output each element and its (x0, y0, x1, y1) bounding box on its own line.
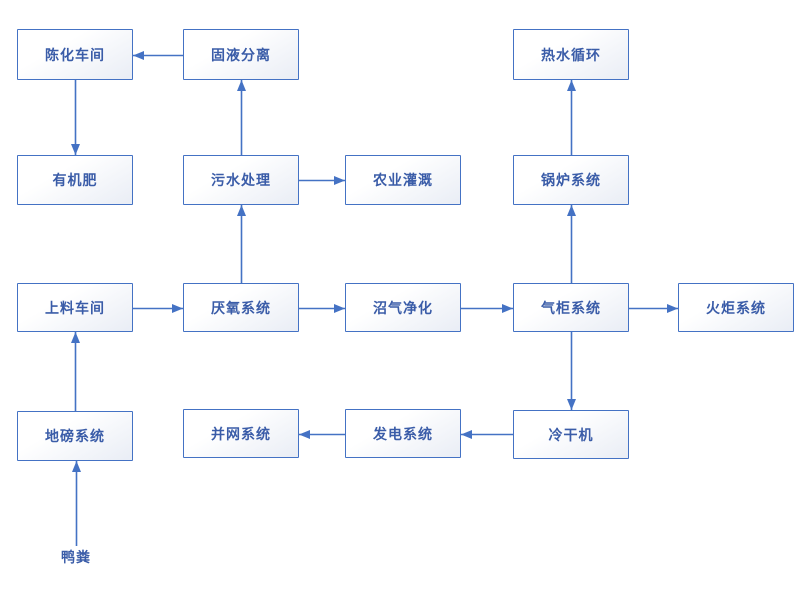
node-flare-system: 火炬系统 (678, 283, 794, 332)
node-gas-holder-system: 气柜系统 (513, 283, 629, 332)
node-hot-water-circulation: 热水循环 (513, 29, 629, 80)
node-power-generation-system: 发电系统 (345, 409, 461, 458)
node-agricultural-irrigation: 农业灌溉 (345, 155, 461, 205)
node-anaerobic-system: 厌氧系统 (183, 283, 299, 332)
node-organic-fertilizer: 有机肥 (17, 155, 133, 205)
label-duck-manure: 鸭粪 (61, 549, 91, 565)
node-grid-connection-system: 并网系统 (183, 409, 299, 458)
node-solid-liquid-separation: 固液分离 (183, 29, 299, 80)
node-aging-workshop: 陈化车间 (17, 29, 133, 80)
node-biogas-purification: 沼气净化 (345, 283, 461, 332)
node-boiler-system: 锅炉系统 (513, 155, 629, 205)
node-feeding-workshop: 上料车间 (17, 283, 133, 332)
node-weighbridge-system: 地磅系统 (17, 411, 133, 461)
node-sewage-treatment: 污水处理 (183, 155, 299, 205)
node-cold-dryer: 冷干机 (513, 410, 629, 459)
